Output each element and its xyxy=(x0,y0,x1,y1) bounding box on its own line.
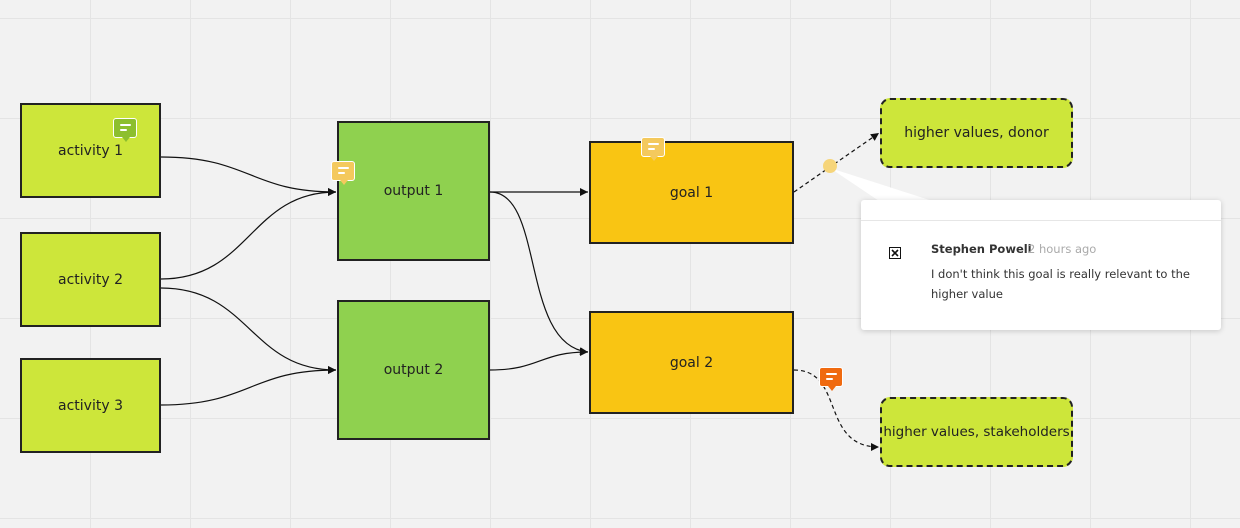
output-2-label: output 2 xyxy=(383,362,444,378)
comment-author: Stephen Powell xyxy=(931,242,1032,256)
comment-timestamp: 2 hours ago xyxy=(1028,242,1097,256)
goal-2-node[interactable]: goal 2 xyxy=(589,311,794,414)
popup-pointer xyxy=(830,168,945,205)
output-1-node[interactable]: output 1 xyxy=(337,121,490,261)
comment-icon[interactable] xyxy=(641,137,665,161)
goal-1-node[interactable]: goal 1 xyxy=(589,141,794,244)
higher-values-donor-label: higher values, donor xyxy=(904,125,1049,141)
comment-icon[interactable] xyxy=(331,161,355,185)
activity-3-label: activity 3 xyxy=(58,397,123,414)
comment-anchor-dot[interactable] xyxy=(823,159,837,173)
edge-goal2-higher-stakeholders[interactable] xyxy=(793,369,880,451)
comment-icon[interactable] xyxy=(819,367,843,391)
edge-activity1-output1[interactable] xyxy=(160,156,337,196)
activity-3-node[interactable]: activity 3 xyxy=(20,358,161,453)
output-1-label: output 1 xyxy=(383,183,444,199)
edge-activity2-output2[interactable] xyxy=(160,287,337,374)
higher-values-stakeholders-node[interactable]: higher values, stakeholders xyxy=(880,397,1073,467)
comment-popup: Stephen Powell 2 hours ago I don't think… xyxy=(861,200,1221,330)
edge-activity3-output2[interactable] xyxy=(160,366,337,406)
higher-values-stakeholders-label: higher values, stakeholders xyxy=(883,424,1070,440)
output-2-node[interactable]: output 2 xyxy=(337,300,490,440)
edge-activity2-output1[interactable] xyxy=(160,188,337,280)
edge-output1-goal2[interactable] xyxy=(489,191,589,356)
activity-2-node[interactable]: activity 2 xyxy=(20,232,161,327)
close-icon[interactable] xyxy=(889,247,901,259)
goal-2-label: goal 2 xyxy=(669,354,714,371)
comment-icon[interactable] xyxy=(113,118,137,142)
activity-1-label: activity 1 xyxy=(58,142,123,159)
popup-divider xyxy=(861,220,1221,221)
activity-1-node[interactable]: activity 1 xyxy=(20,103,161,198)
comment-text: I don't think this goal is really releva… xyxy=(931,267,1190,301)
edge-output2-goal2[interactable] xyxy=(489,348,589,371)
activity-2-label: activity 2 xyxy=(58,271,123,288)
higher-values-donor-node[interactable]: higher values, donor xyxy=(880,98,1073,168)
goal-1-label: goal 1 xyxy=(669,184,714,201)
